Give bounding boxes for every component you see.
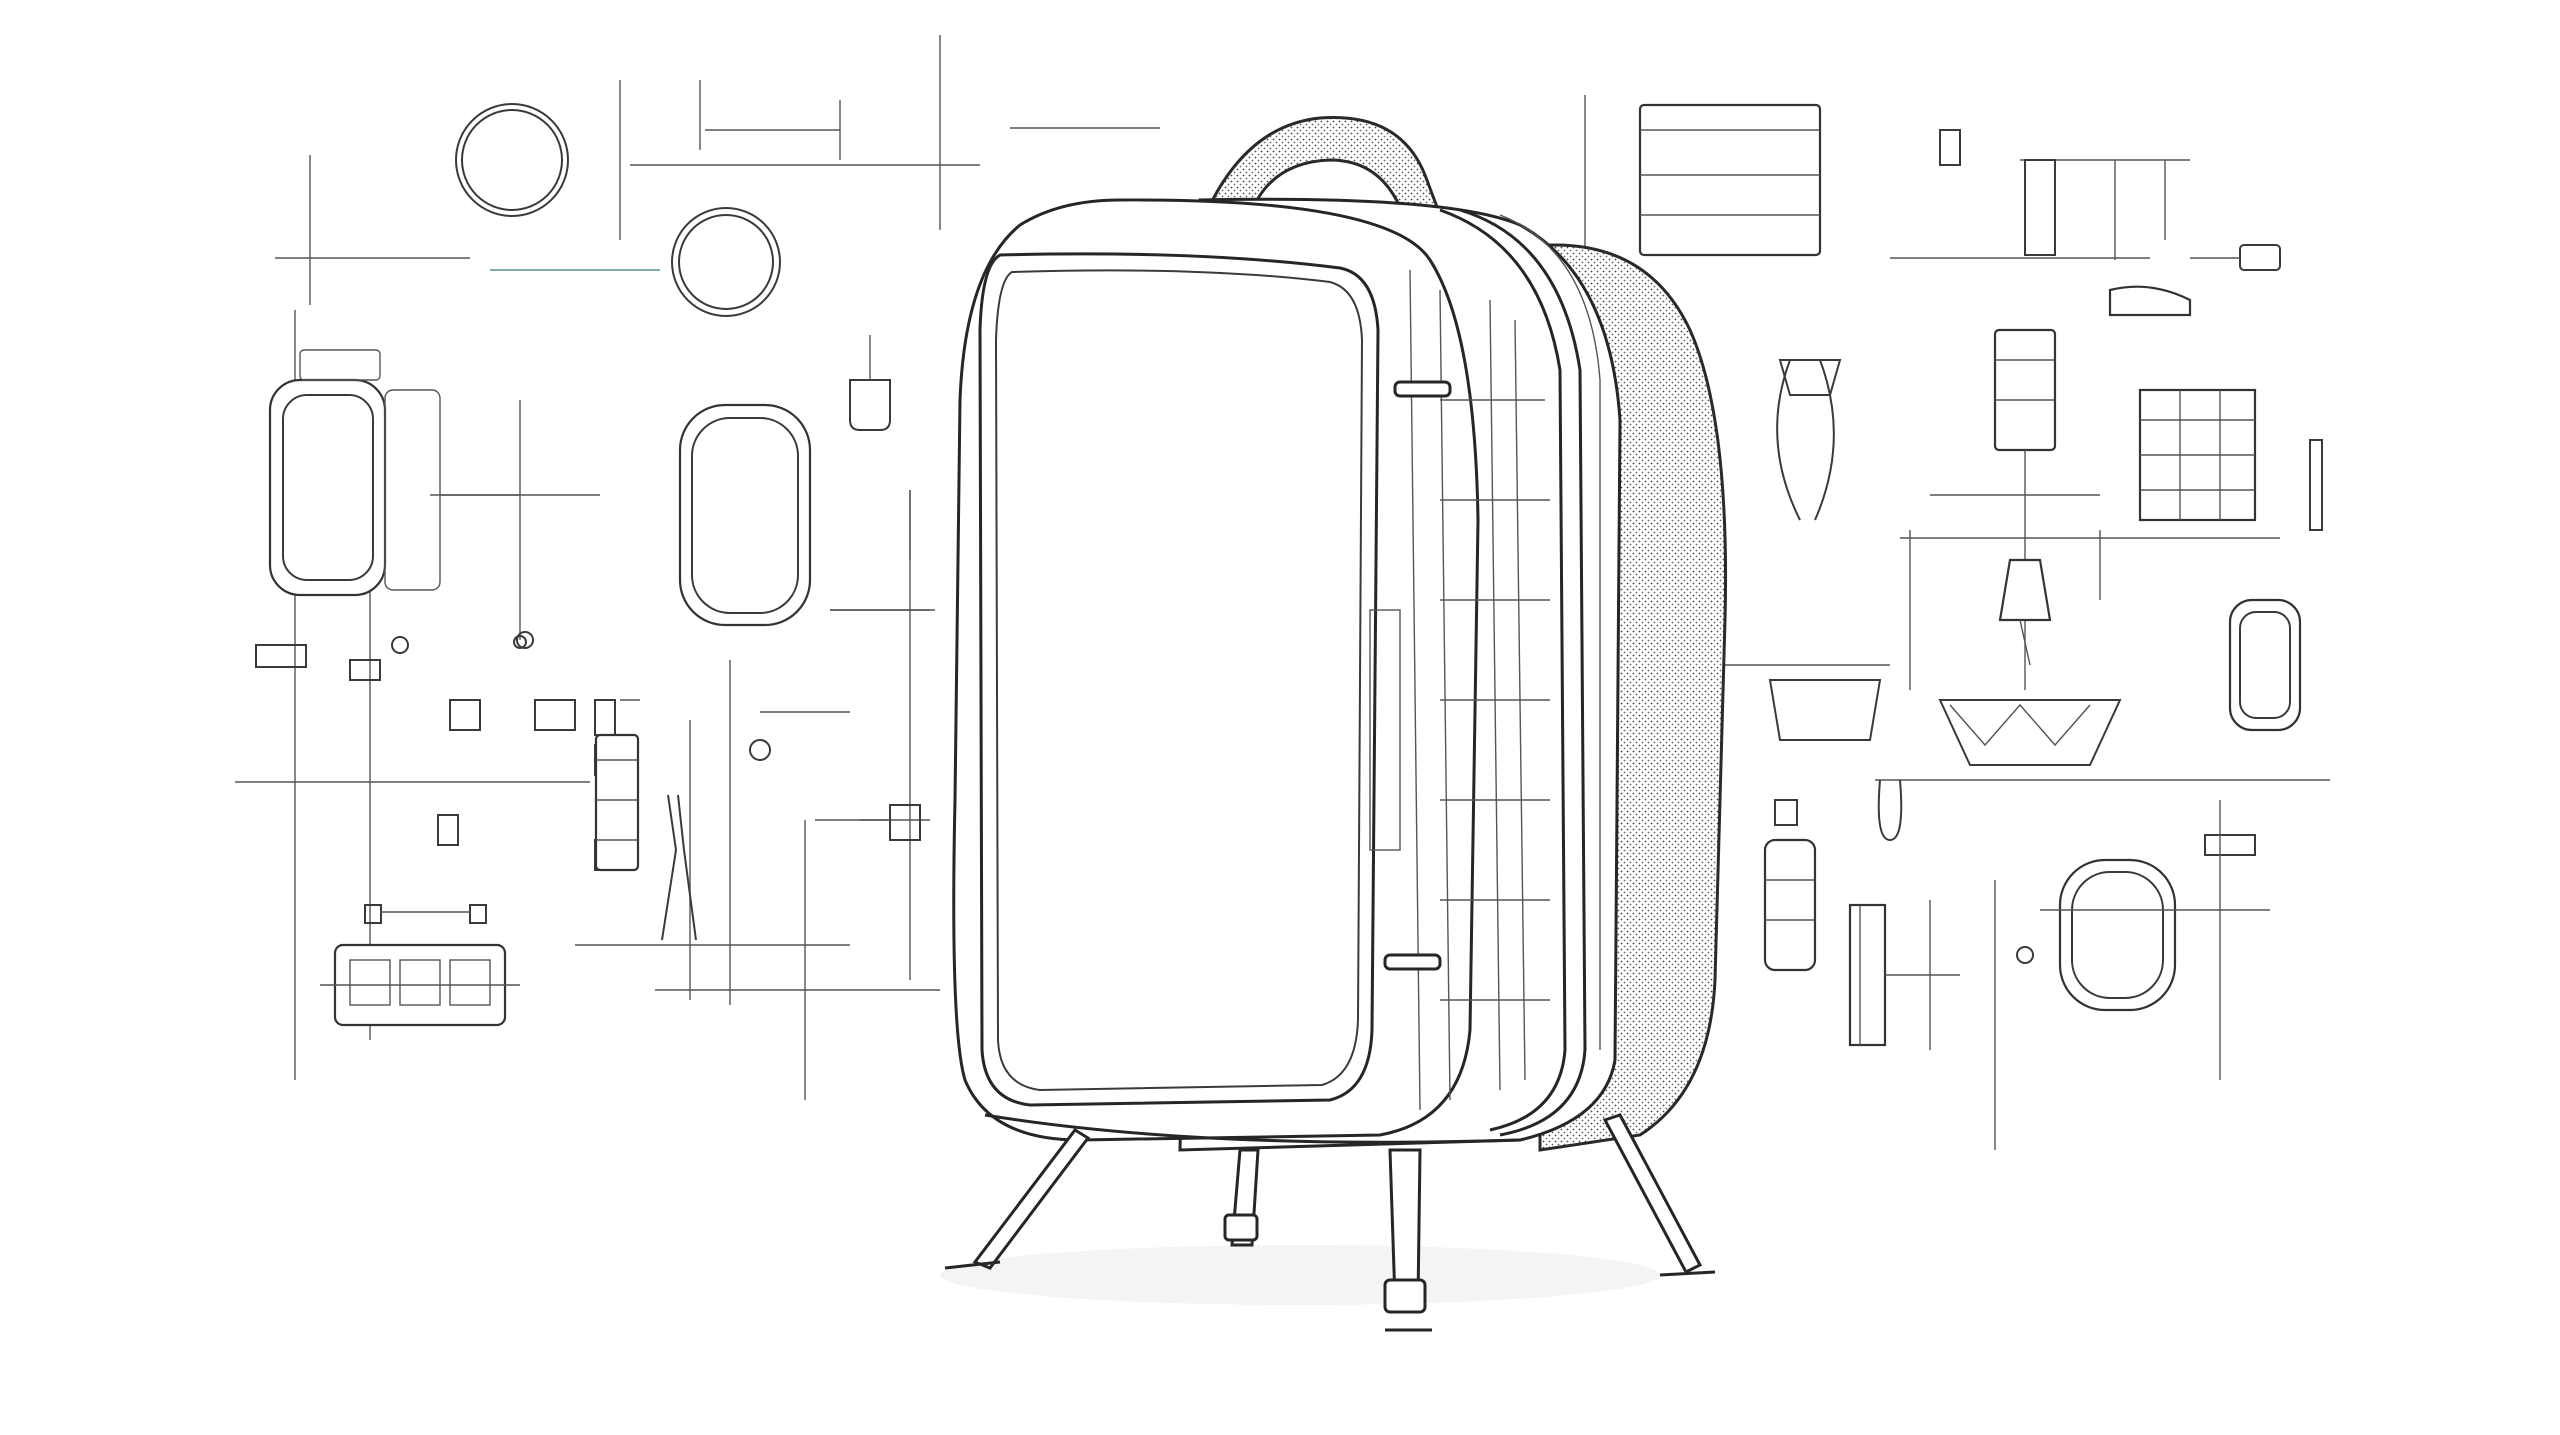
small-connector-part (594, 699, 616, 736)
side-pocket-tag (1369, 609, 1401, 851)
small-bar-part (255, 644, 307, 668)
front-panel-outline (978, 252, 1380, 1107)
side-grid-line (1489, 299, 1501, 1091)
bottom-oval-panel-inner (2071, 871, 2164, 999)
small-screw-part (2016, 946, 2034, 964)
small-ring-part (749, 739, 771, 761)
cone-fitting-part (1998, 558, 2052, 622)
small-screw-part (391, 636, 409, 654)
left-parts-group (235, 35, 1160, 1100)
small-connector-part (1774, 799, 1798, 826)
leg-front-left (972, 1128, 1091, 1270)
zipper-seam-detail (1499, 214, 1601, 1050)
bracket-part (2024, 159, 2056, 256)
frame-top-clip (299, 349, 381, 381)
oval-back-panel-inner (691, 417, 799, 614)
small-connector-part (449, 699, 481, 731)
ring-part-center-inner (678, 214, 774, 310)
small-oval-panel-inner (2239, 611, 2291, 719)
frame-side-bracket (384, 389, 441, 591)
leg-back-left-joint (1223, 1213, 1259, 1242)
oval-back-panel-part (678, 403, 812, 627)
cylinder-part (1763, 838, 1817, 972)
strap-loop-top (1778, 359, 1842, 396)
leg-back-right (1602, 1113, 1703, 1274)
ring-part-top-left (455, 103, 569, 217)
right-parts-group (1584, 95, 2330, 1150)
zig-zag-detail (1949, 703, 2091, 747)
top-handle (1207, 115, 1443, 222)
base-assembly-detail (449, 959, 491, 1006)
backpack-main-illustration (940, 115, 1728, 1332)
zipper-pull-bottom (1383, 953, 1442, 971)
side-grid-line (1439, 289, 1451, 1101)
small-screw-part (513, 635, 527, 649)
thin-rail-part (2309, 439, 2323, 531)
small-connector-part (1939, 129, 1961, 166)
box-frame-part (1638, 103, 1822, 257)
small-clip-part (2239, 244, 2281, 271)
small-connector-part (534, 699, 576, 731)
small-connector-part (349, 659, 381, 681)
guide-line (2019, 619, 2031, 666)
strap-slider-part (594, 733, 640, 872)
zipper-seam-outer (1459, 208, 1587, 1137)
frame-panel-inner (282, 394, 374, 581)
leg-front-left-foot (944, 1260, 1001, 1270)
zig-zag-frame-part (1938, 699, 2122, 766)
base-assembly-detail (399, 959, 441, 1006)
front-panel-inner-seam (994, 269, 1364, 1092)
frame-panel-part (268, 378, 387, 597)
small-connector-part (364, 904, 382, 924)
strap-loop-part (1776, 359, 1835, 521)
small-connector-part (437, 814, 459, 846)
bottom-oval-panel-part (2058, 858, 2177, 1012)
tension-clip-part (661, 794, 697, 941)
fastener-bracket-part (1768, 679, 1882, 741)
buckle-part (849, 379, 891, 431)
small-connector-part (469, 904, 487, 924)
ring-part-inner (461, 109, 563, 211)
zipper-seam-inner (1439, 208, 1567, 1132)
curved-clip-part (2108, 285, 2192, 317)
zipper-pull-top (1393, 380, 1452, 398)
base-assembly-detail (349, 959, 391, 1006)
bottom-rim (984, 1113, 1521, 1144)
rail-block-part (1848, 903, 1887, 1047)
leg-front-right (1388, 1148, 1422, 1302)
floor-shadow (940, 1245, 1660, 1305)
front-shell (952, 198, 1480, 1142)
small-connector-part (889, 804, 921, 841)
leg-back-right-foot (1659, 1270, 1716, 1277)
column-bracket-part (1993, 328, 2057, 452)
small-screw-part (516, 631, 534, 649)
ring-part-center (671, 207, 781, 317)
small-oval-panel-part (2228, 598, 2302, 732)
drop-clip-part (1877, 779, 1903, 842)
small-connector-part (2204, 834, 2256, 856)
legs-group (944, 1113, 1716, 1332)
leg-front-right-joint (1383, 1278, 1427, 1314)
